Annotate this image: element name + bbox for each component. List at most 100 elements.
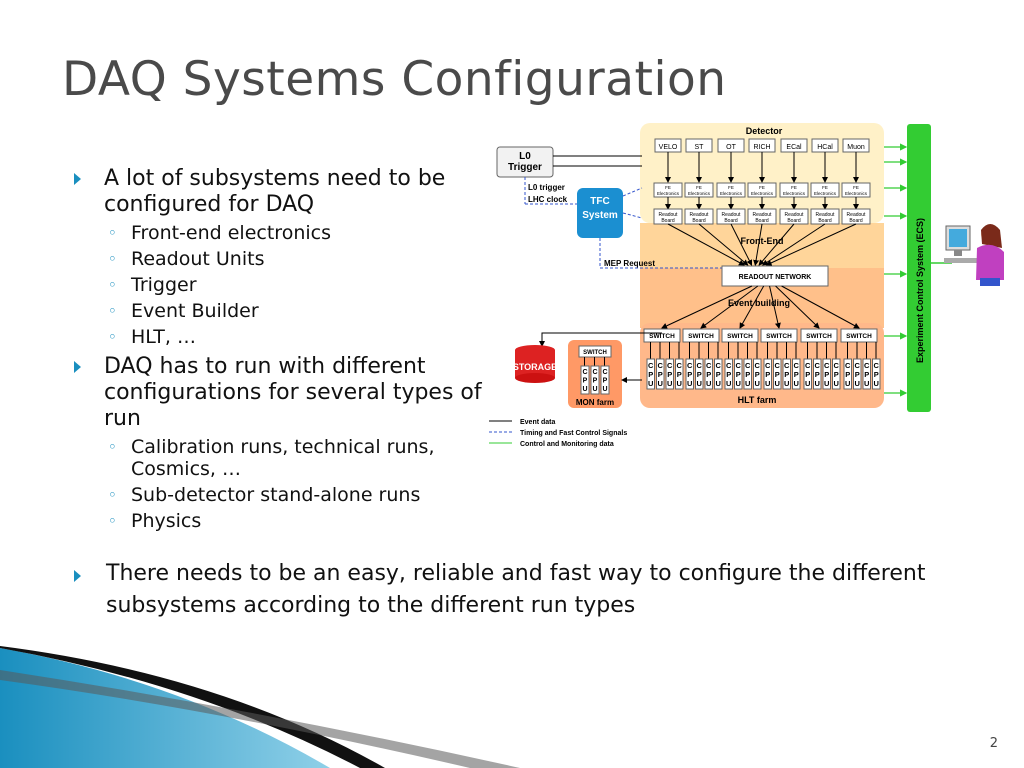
lhc-clock-label: LHC clock bbox=[528, 195, 568, 204]
bullet-configurations: DAQ has to run with different configurat… bbox=[74, 354, 494, 432]
rb-label: Readout bbox=[847, 212, 867, 218]
cpu-letter: U bbox=[706, 379, 711, 388]
circle-bullet-icon: ◦ bbox=[108, 224, 117, 242]
cpu-letter: P bbox=[855, 370, 860, 379]
cpu-letter: C bbox=[755, 361, 761, 370]
readout-network-box bbox=[721, 265, 829, 287]
frontend-label: Front-End bbox=[741, 236, 784, 246]
sub-bullet-text: Trigger bbox=[131, 274, 197, 296]
cpu-box bbox=[853, 358, 862, 390]
mon-cpu-letter: C bbox=[592, 369, 597, 376]
bullet-arrow-icon bbox=[74, 570, 81, 582]
switch-box bbox=[760, 328, 798, 343]
mon-cpu-letter: C bbox=[602, 369, 607, 376]
sub-bullet-text: Calibration runs, technical runs, Cosmic… bbox=[131, 436, 435, 480]
cpu-box bbox=[822, 358, 831, 390]
cpu-letter: U bbox=[677, 379, 682, 388]
bullet-subsystems: A lot of subsystems need to be configure… bbox=[74, 166, 494, 218]
cpu-letter: C bbox=[805, 361, 811, 370]
fe-label-2: Electronics bbox=[657, 191, 680, 196]
cpu-letter: P bbox=[677, 370, 682, 379]
cpu-letter: P bbox=[864, 370, 869, 379]
cpu-letter: U bbox=[824, 379, 829, 388]
fan-in-arrow bbox=[758, 223, 795, 266]
tfc-label-2: System bbox=[582, 210, 618, 221]
cpu-letter: C bbox=[815, 361, 821, 370]
mon-cpu-box bbox=[580, 365, 590, 395]
cpu-box bbox=[862, 358, 871, 390]
switch-box bbox=[643, 328, 681, 343]
bullet-arrow-icon bbox=[74, 173, 81, 185]
fe-label: FE bbox=[822, 185, 828, 190]
cpu-letter: P bbox=[658, 370, 663, 379]
l0-trigger-signal: L0 trigger bbox=[528, 183, 565, 192]
switch-label: SWITCH bbox=[766, 333, 792, 340]
cpu-letter: P bbox=[667, 370, 672, 379]
rb-label: Readout bbox=[722, 212, 742, 218]
cpu-letter: P bbox=[874, 370, 879, 379]
cpu-letter: U bbox=[775, 379, 780, 388]
bullet-easy-configure: There needs to be an easy, reliable and … bbox=[74, 558, 966, 622]
rb-label-2: Board bbox=[849, 218, 863, 224]
cpu-letter: P bbox=[716, 370, 721, 379]
readout-board-row: ReadoutBoardReadoutBoardReadoutBoardRead… bbox=[653, 208, 871, 225]
cpu-box bbox=[773, 358, 782, 390]
bullet-list: A lot of subsystems need to be configure… bbox=[74, 166, 494, 536]
circle-bullet-icon: ◦ bbox=[108, 486, 117, 504]
event-building-label: Event building bbox=[728, 298, 790, 308]
cpu-box bbox=[743, 358, 752, 390]
rb-label: Readout bbox=[785, 212, 805, 218]
sub-bullet-text: HLT, … bbox=[131, 326, 196, 348]
fe-label: FE bbox=[853, 185, 859, 190]
cpu-letter: C bbox=[874, 361, 880, 370]
l0-label: L0 bbox=[519, 151, 531, 162]
cpu-letter: C bbox=[864, 361, 870, 370]
fan-out-arrow bbox=[781, 285, 860, 329]
cpu-letter: P bbox=[755, 370, 760, 379]
cpu-box bbox=[872, 358, 881, 390]
circle-bullet-icon: ◦ bbox=[108, 250, 117, 268]
sub-bullet: ◦Calibration runs, technical runs, Cosmi… bbox=[74, 436, 494, 480]
fan-in-arrow bbox=[762, 223, 826, 266]
page-number: 2 bbox=[989, 736, 998, 751]
cpu-letter: U bbox=[784, 379, 789, 388]
switch-box bbox=[682, 328, 720, 343]
mon-cpu-box bbox=[590, 365, 600, 395]
mon-cpu-letter: P bbox=[593, 378, 598, 385]
fan-in-arrow bbox=[753, 223, 763, 266]
ecs-bar bbox=[907, 124, 931, 412]
cpu-letter: C bbox=[855, 361, 861, 370]
cpu-letter: C bbox=[845, 361, 851, 370]
subdetector-label: RICH bbox=[753, 144, 770, 151]
cpu-box bbox=[803, 358, 812, 390]
hlt-farm-label: HLT farm bbox=[738, 395, 777, 405]
mon-cpu-letter: C bbox=[582, 369, 587, 376]
cpu-box bbox=[656, 358, 665, 390]
mon-cpu-letter: P bbox=[603, 378, 608, 385]
cpu-box bbox=[675, 358, 684, 390]
circle-bullet-icon: ◦ bbox=[108, 302, 117, 320]
rb-label-2: Board bbox=[818, 218, 832, 224]
cpu-letter: C bbox=[726, 361, 732, 370]
ecs-label: Experiment Control System (ECS) bbox=[915, 218, 925, 363]
switch-box bbox=[840, 328, 878, 343]
cpu-letter: C bbox=[745, 361, 751, 370]
fe-label-2: Electronics bbox=[845, 191, 868, 196]
mon-cpu-letter: U bbox=[602, 386, 607, 393]
cpu-letter: P bbox=[687, 370, 692, 379]
cpu-letter: U bbox=[845, 379, 850, 388]
fan-out-arrow bbox=[775, 285, 820, 329]
decorative-swoosh bbox=[0, 646, 520, 768]
cpu-box bbox=[714, 358, 723, 390]
fan-out-arrow bbox=[769, 285, 781, 329]
fe-label-2: Electronics bbox=[720, 191, 743, 196]
cpu-letter: C bbox=[687, 361, 693, 370]
rb-label-2: Board bbox=[661, 218, 675, 224]
cpu-letter: U bbox=[794, 379, 799, 388]
subdetector-label: VELO bbox=[659, 144, 678, 151]
fe-label: FE bbox=[791, 185, 797, 190]
cpu-letter: U bbox=[736, 379, 741, 388]
legend-timing: Timing and Fast Control Signals bbox=[520, 430, 627, 437]
